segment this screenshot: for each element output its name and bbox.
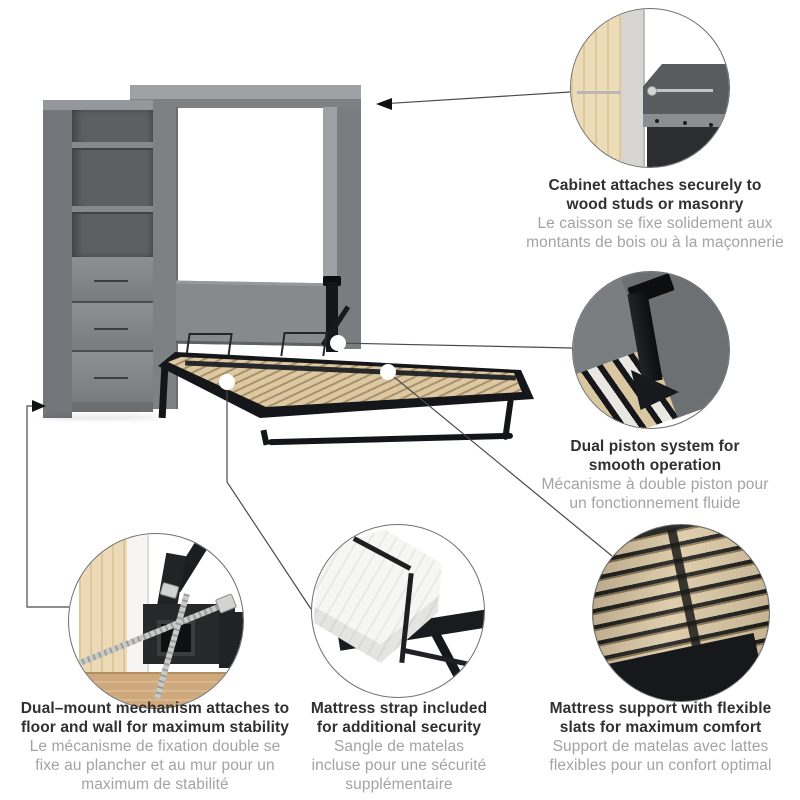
caption-fr-line: Mécanisme à double piston pour: [541, 476, 769, 493]
tower-top-panel: [43, 100, 153, 110]
leader-line-mount: [26, 405, 69, 608]
caption-en-line: wood studs or masonry: [566, 196, 744, 213]
rail-screw-dot-1: [655, 119, 659, 123]
drawer-handle-2: [94, 328, 128, 330]
callout-circle-mattress-strap: [311, 524, 485, 698]
rail-screw-dot-3: [709, 123, 713, 127]
screw-through-stud: [577, 91, 621, 94]
leg-bar: [267, 432, 514, 446]
caption-fr-line: Le mécanisme de fixation double se: [29, 738, 281, 755]
callout-circle-cabinet-attachment: [570, 8, 730, 168]
caption-en-line: floor and wall for maximum stability: [20, 719, 289, 736]
drawer-handle-1: [94, 280, 128, 282]
caption-mattress-support: Mattress support with flexible slats for…: [518, 699, 800, 775]
tower-shelf-2: [72, 206, 153, 214]
callout-circle-mattress-support: [592, 524, 770, 702]
caption-fr-line: fixe au plancher et au mur pour un: [35, 757, 275, 774]
strap-loop-right: [280, 332, 328, 356]
wood-stud: [571, 9, 621, 167]
mount-right-flange: [219, 612, 243, 668]
cabinet-top-panel-edge: [130, 99, 361, 108]
bed-frame-crossbar: [400, 647, 474, 668]
caption-mattress-strap: Mattress strap included for additional s…: [287, 699, 511, 794]
screw-head: [647, 86, 657, 96]
leader-line-cabinet: [379, 91, 571, 105]
cabinet-underside: [647, 127, 729, 167]
tower-drawer-2: [72, 303, 153, 352]
leader-line-piston: [337, 342, 573, 349]
caption-fr-line: Support de matelas avec lattes: [552, 738, 769, 755]
bed-frame-foot: [459, 673, 484, 683]
tower-floor-shadow: [40, 415, 160, 420]
caption-en-line: slats for maximum comfort: [559, 719, 762, 736]
caption-dual-mount: Dual–mount mechanism attaches to floor a…: [5, 699, 305, 794]
caption-fr-line: montants de bois ou à la maçonnerie: [526, 234, 784, 251]
caption-fr-line: un fonctionnement fluide: [569, 495, 741, 512]
arrowhead-cabinet: [376, 98, 392, 110]
caption-dual-piston: Dual piston system for smooth operation …: [505, 437, 800, 513]
caption-fr-line: maximum de stabilité: [81, 776, 229, 793]
tower-base: [72, 402, 153, 412]
piston-cap: [323, 276, 341, 286]
caption-en-line: Dual–mount mechanism attaches to: [20, 700, 290, 717]
drawer-handle-3: [94, 377, 128, 379]
caption-en-line: for additional security: [316, 719, 482, 736]
cabinet-top-panel: [130, 85, 361, 99]
deck-left-support: [158, 365, 169, 419]
caption-en-line: Dual piston system for: [570, 438, 740, 455]
tower-shelf-interior: [72, 110, 153, 257]
wall-strip: [621, 9, 645, 167]
tower-shelf-1: [72, 142, 153, 150]
caption-fr-line: incluse pour une sécurité: [311, 757, 487, 774]
caption-en-line: Mattress support with flexible: [549, 700, 772, 717]
callout-circle-dual-mount: [68, 533, 244, 709]
caption-fr-line: Sangle de matelas: [333, 738, 465, 755]
caption-en-line: Cabinet attaches securely to: [548, 177, 762, 194]
caption-fr-line: Le caisson se fixe solidement aux: [537, 215, 773, 232]
caption-fr-line: supplémentaire: [345, 776, 453, 793]
callout-circle-dual-piston: [572, 271, 730, 429]
cabinet-rail-ledge: [643, 114, 729, 127]
caption-cabinet-attachment: Cabinet attaches securely to wood studs …: [500, 176, 800, 252]
tower-side-panel: [43, 102, 72, 418]
rail-screw-dot-2: [683, 121, 687, 125]
caption-en-line: Mattress strap included: [310, 700, 488, 717]
caption-fr-line: flexibles pour un confort optimal: [549, 757, 772, 774]
screw-in-rail: [653, 89, 713, 92]
caption-en-line: smooth operation: [588, 457, 722, 474]
leg-bar-left-foot: [260, 429, 270, 446]
